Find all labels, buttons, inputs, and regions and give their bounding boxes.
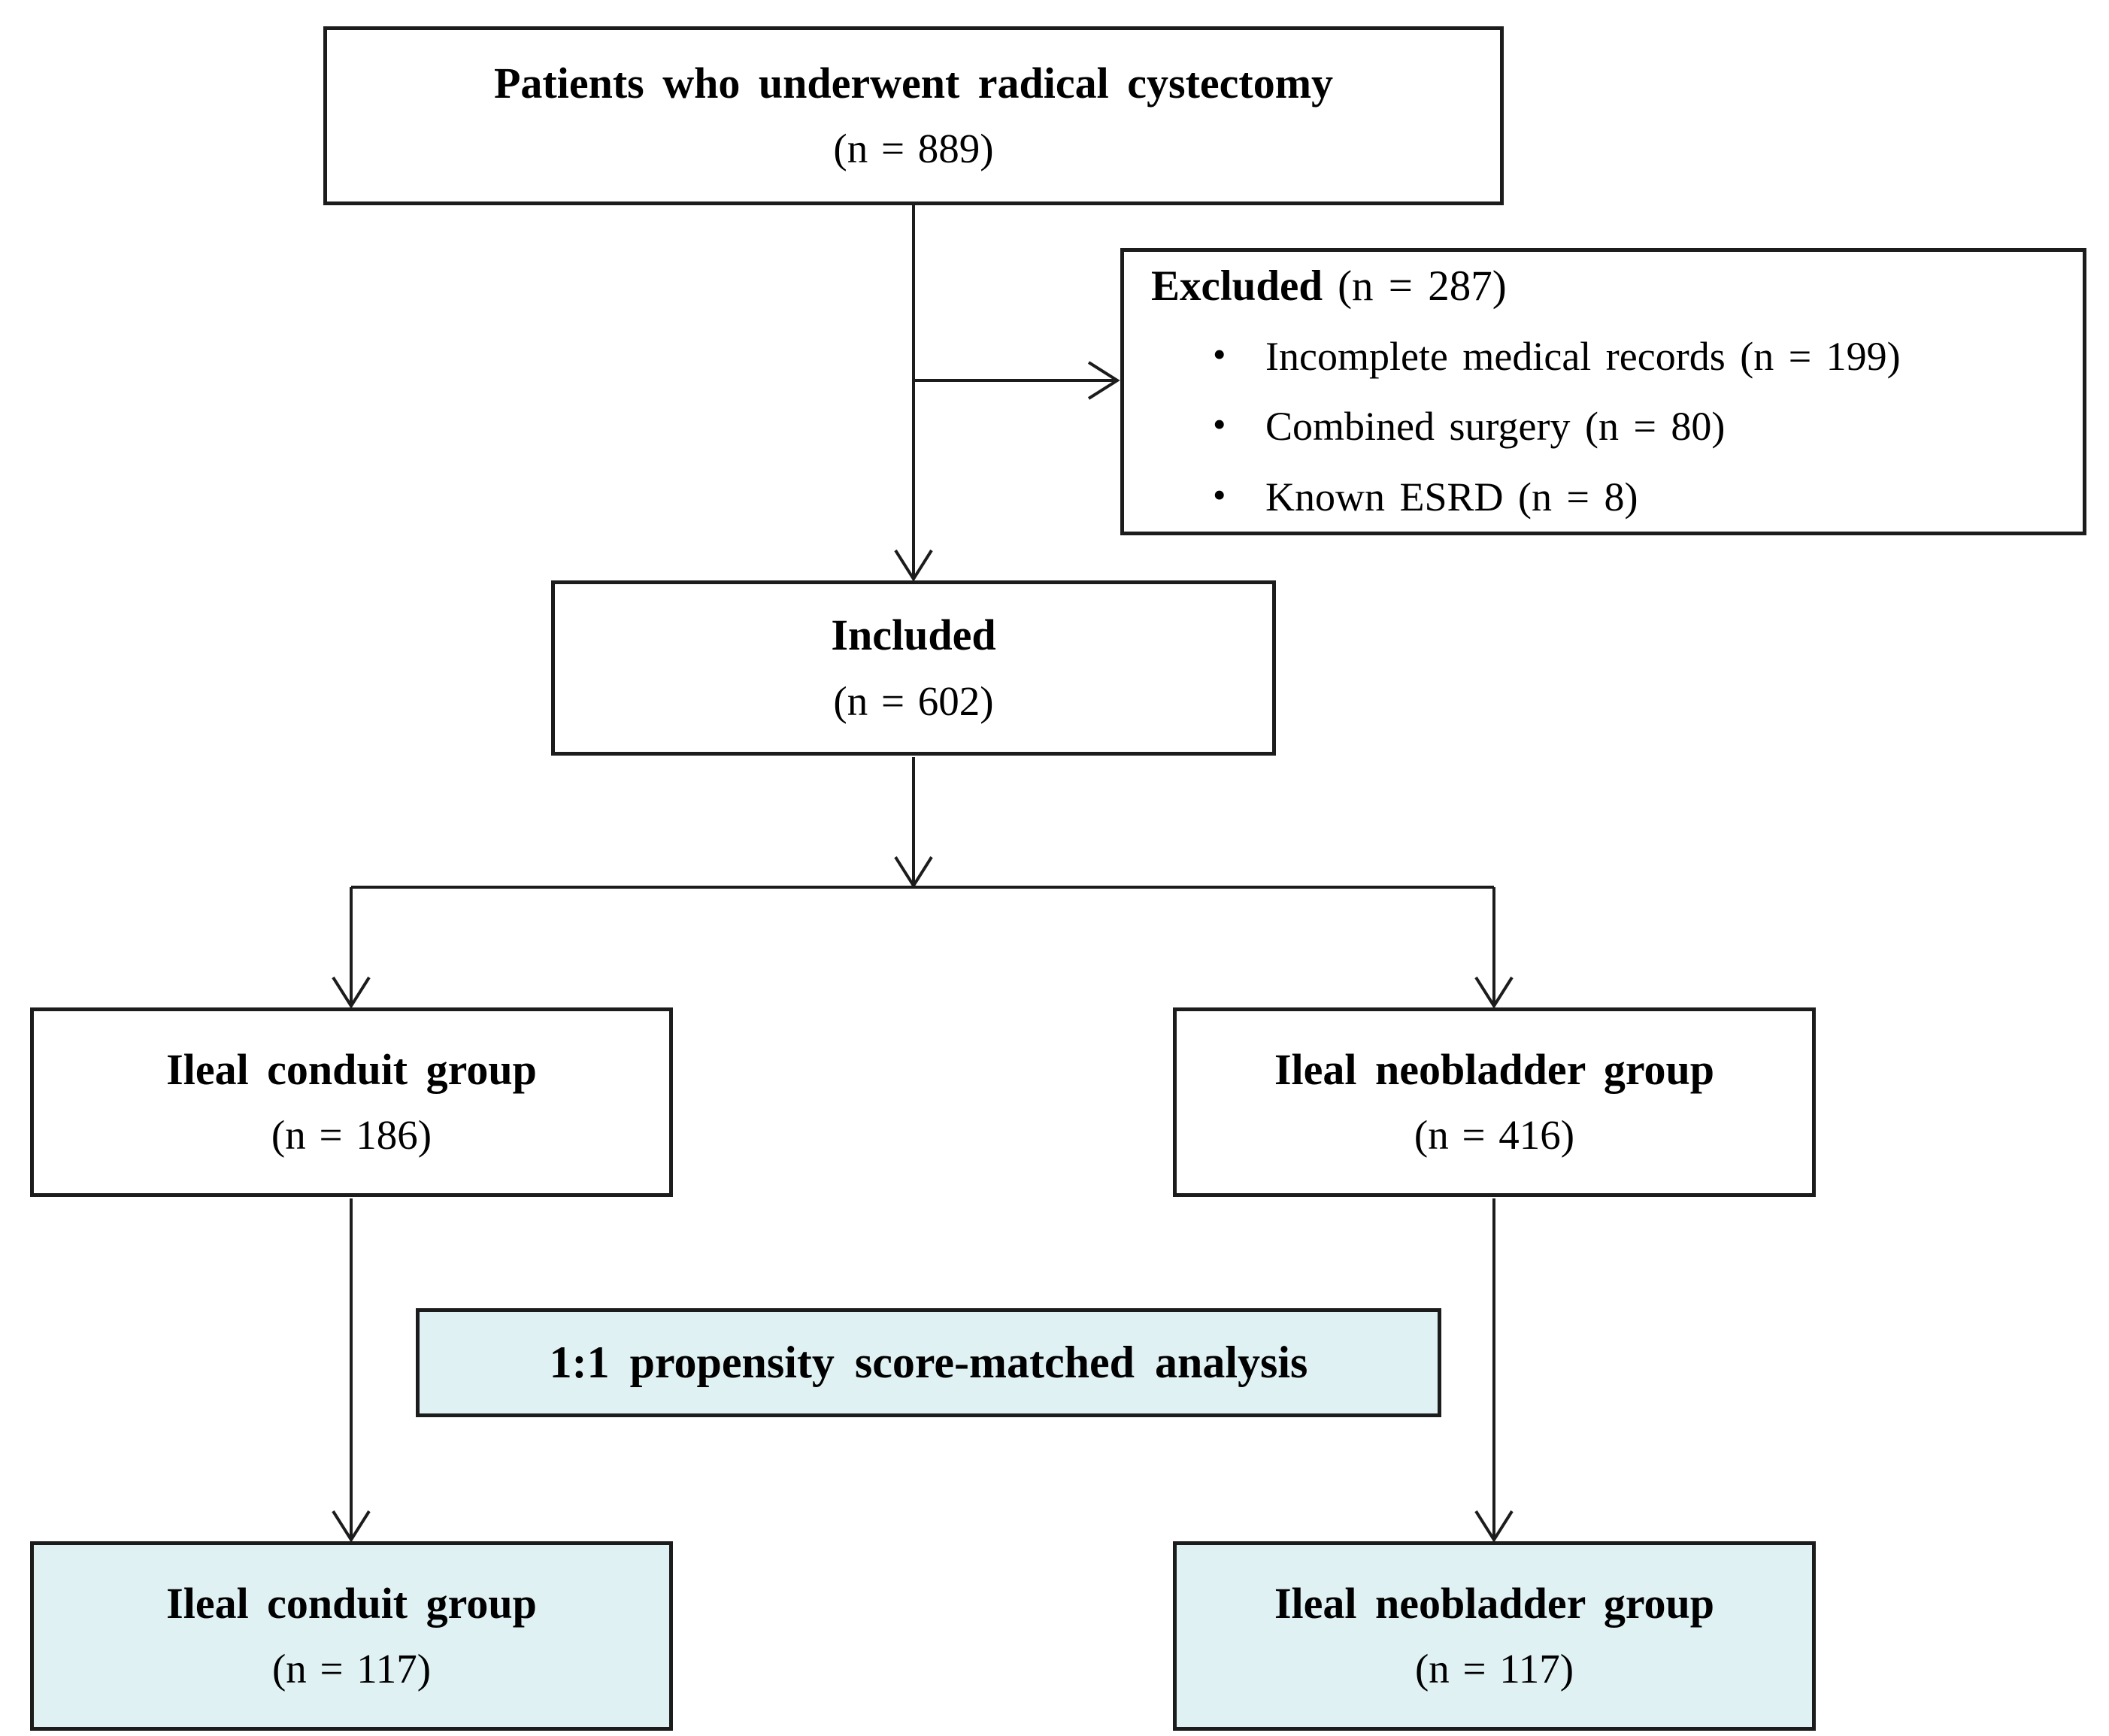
arrow-conduit-to-matched-head xyxy=(332,1510,371,1543)
neobladder-group-box: Ileal neobladder group (n = 416) xyxy=(1173,1007,1816,1197)
excluded-item-known-esrd: Known ESRD (n = 8) xyxy=(1151,465,1638,530)
neobladder-group-label: Ileal neobladder group xyxy=(1274,1044,1715,1094)
arrow-to-excluded-head xyxy=(1087,361,1120,400)
conduit-group-count: (n = 186) xyxy=(271,1112,432,1159)
arrow-branch-to-conduit-head xyxy=(332,976,371,1009)
patients-box: Patients who underwent radical cystectom… xyxy=(323,26,1504,205)
included-box: Included (n = 602) xyxy=(551,580,1276,756)
arrow-top-to-included-head xyxy=(894,549,933,582)
patients-box-label: Patients who underwent radical cystectom… xyxy=(493,58,1334,108)
neobladder-matched-label: Ileal neobladder group xyxy=(1274,1578,1715,1628)
excluded-title-count: (n = 287) xyxy=(1338,262,1507,310)
arrow-neobladder-to-matched-head xyxy=(1474,1510,1514,1543)
propensity-match-label: 1:1 propensity score-matched analysis xyxy=(549,1338,1308,1387)
arrow-branch-to-neobladder-head xyxy=(1474,976,1514,1009)
neobladder-matched-count: (n = 117) xyxy=(1414,1646,1574,1692)
excluded-title-text: Excluded xyxy=(1151,262,1323,310)
included-box-label: Included xyxy=(831,610,996,660)
excluded-item-combined-surgery: Combined surgery (n = 80) xyxy=(1151,394,1725,459)
conduit-group-label: Ileal conduit group xyxy=(166,1044,537,1094)
excluded-box: Excluded (n = 287) Incomplete medical rec… xyxy=(1120,248,2086,535)
included-box-count: (n = 602) xyxy=(833,677,994,724)
propensity-match-box: 1:1 propensity score-matched analysis xyxy=(416,1308,1441,1417)
conduit-matched-label: Ileal conduit group xyxy=(166,1578,537,1628)
conduit-matched-box: Ileal conduit group (n = 117) xyxy=(30,1541,673,1731)
excluded-item-incomplete-records: Incomplete medical records (n = 199) xyxy=(1151,324,1901,389)
neobladder-group-count: (n = 416) xyxy=(1414,1112,1575,1159)
neobladder-matched-box: Ileal neobladder group (n = 117) xyxy=(1173,1541,1816,1731)
patients-box-count: (n = 889) xyxy=(833,126,994,172)
excluded-title: Excluded (n = 287) xyxy=(1151,253,1507,320)
conduit-group-box: Ileal conduit group (n = 186) xyxy=(30,1007,673,1197)
conduit-matched-count: (n = 117) xyxy=(271,1646,432,1692)
